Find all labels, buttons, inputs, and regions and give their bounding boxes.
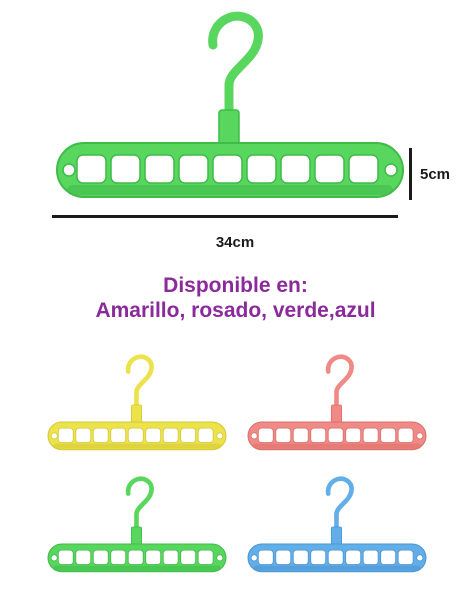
hanger-hole <box>345 427 362 443</box>
variant-hanger-graphic <box>247 354 427 451</box>
hanger-hole <box>362 427 379 443</box>
height-dimension-label: 5cm <box>420 166 451 183</box>
hanger-bar-shadow <box>53 565 221 571</box>
main-hanger-image <box>56 11 404 198</box>
hanger-hole <box>348 154 379 184</box>
availability-heading: Disponible en: <box>163 274 308 297</box>
hanger-bar-shadow <box>253 443 421 449</box>
hanger-hole <box>162 427 179 443</box>
hanger-end-left <box>250 554 258 562</box>
variant-hanger-pink <box>247 354 427 451</box>
hanger-hole <box>145 549 162 565</box>
main-hanger-graphic <box>56 11 404 198</box>
hanger-end-left <box>50 432 58 440</box>
hanger-end-right <box>216 432 224 440</box>
hanger-hole <box>280 154 311 184</box>
hanger-hole <box>178 154 209 184</box>
hanger-end-left <box>50 554 58 562</box>
hanger-hole <box>292 427 309 443</box>
hanger-hole <box>257 427 274 443</box>
hanger-hole <box>310 549 327 565</box>
hanger-hole <box>246 154 277 184</box>
hanger-hook <box>125 354 154 410</box>
hanger-end-right <box>416 554 424 562</box>
hanger-hole <box>92 549 109 565</box>
hanger-hole <box>180 549 197 565</box>
hanger-hole <box>314 154 345 184</box>
variant-hanger-graphic <box>47 354 227 451</box>
hanger-hole <box>144 154 175 184</box>
hanger-hole <box>362 549 379 565</box>
hanger-hole <box>292 549 309 565</box>
height-dimension-line <box>409 148 412 200</box>
hanger-hole <box>92 427 109 443</box>
hanger-hole <box>127 427 144 443</box>
hanger-hole <box>110 549 127 565</box>
availability-colors: Amarillo, rosado, verde,azul <box>95 299 376 322</box>
variant-hanger-graphic <box>47 476 227 573</box>
hanger-bar-shadow <box>53 443 221 449</box>
hanger-hole <box>275 549 292 565</box>
hanger-hole <box>75 427 92 443</box>
hanger-end-left <box>62 163 76 177</box>
hanger-hole <box>397 549 414 565</box>
hanger-hole <box>57 427 74 443</box>
hanger-hole <box>57 549 74 565</box>
hanger-end-right <box>416 432 424 440</box>
variant-hanger-blue <box>247 476 427 573</box>
variant-hanger-green <box>47 476 227 573</box>
hanger-hook <box>325 354 354 410</box>
hanger-end-right <box>216 554 224 562</box>
hanger-hole <box>110 154 141 184</box>
hanger-bar-shadow <box>67 185 393 195</box>
hanger-bar-shadow <box>253 565 421 571</box>
hanger-hole <box>310 427 327 443</box>
hanger-hole <box>75 549 92 565</box>
hanger-hole <box>275 427 292 443</box>
hanger-hole <box>76 154 107 184</box>
hanger-end-left <box>250 432 258 440</box>
width-dimension-label: 34cm <box>215 234 255 251</box>
width-dimension-line <box>52 215 398 218</box>
hanger-hole <box>327 549 344 565</box>
hanger-hole <box>380 427 397 443</box>
hanger-hole <box>110 427 127 443</box>
hanger-hole <box>197 549 214 565</box>
variant-hanger-graphic <box>247 476 427 573</box>
hanger-hole <box>380 549 397 565</box>
hanger-hole <box>212 154 243 184</box>
hanger-hole <box>145 427 162 443</box>
hanger-end-right <box>384 163 398 177</box>
hanger-hook <box>125 476 154 532</box>
hanger-hole <box>180 427 197 443</box>
hanger-hole <box>162 549 179 565</box>
hanger-hole <box>397 427 414 443</box>
hanger-hole <box>257 549 274 565</box>
hanger-hook <box>208 11 263 120</box>
hanger-hole <box>345 549 362 565</box>
hanger-hole <box>127 549 144 565</box>
hanger-hole <box>197 427 214 443</box>
variant-hanger-yellow <box>47 354 227 451</box>
hanger-hole <box>327 427 344 443</box>
hanger-hook <box>325 476 354 532</box>
